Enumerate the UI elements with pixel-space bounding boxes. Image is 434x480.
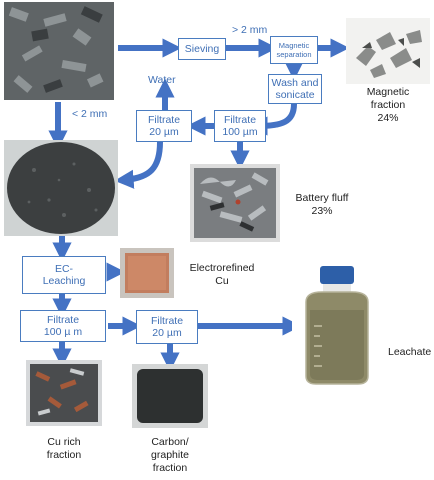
magnetic-separation-box: Magnetic separation <box>270 36 318 64</box>
ec-leaching-box: EC- Leaching <box>22 256 106 294</box>
cu-rich-caption: Cu rich fraction <box>46 436 82 461</box>
leachate-caption: Leachate <box>388 346 432 358</box>
lt-2mm-label: < 2 mm <box>72 108 108 120</box>
water-label: Water <box>148 74 176 86</box>
cu-rich-fraction-photo <box>26 360 102 426</box>
battery-fluff-photo <box>190 164 280 242</box>
leachate-bottle-photo <box>292 262 382 386</box>
fine-black-mass-photo <box>4 140 118 236</box>
filtrate-100-bottom-box: Filtrate 100 µ m <box>20 310 106 342</box>
gt-2mm-label: > 2 mm <box>232 24 268 36</box>
wash-sonicate-box: Wash and sonicate <box>268 74 322 104</box>
carbon-graphite-caption: Carbon/ graphite fraction <box>151 436 189 474</box>
filtrate-20-bottom-box: Filtrate 20 µm <box>136 310 198 344</box>
filtrate-100-top-box: Filtrate 100 µm <box>214 110 266 142</box>
arrow-filtrate20-to-blackmass <box>114 141 163 189</box>
battery-fluff-caption: Battery fluff 23% <box>295 192 349 217</box>
electrorefined-cu-caption: Electrorefined Cu <box>189 262 255 287</box>
sieving-box: Sieving <box>178 38 226 60</box>
filtrate-20-top-box: Filtrate 20 µm <box>136 110 192 142</box>
raw-shredded-battery-photo <box>4 2 114 100</box>
carbon-graphite-photo <box>132 364 208 428</box>
magnetic-fraction-photo <box>346 18 430 84</box>
electrorefined-cu-photo <box>120 248 174 298</box>
magnetic-fraction-caption: Magnetic fraction 24% <box>366 86 410 124</box>
